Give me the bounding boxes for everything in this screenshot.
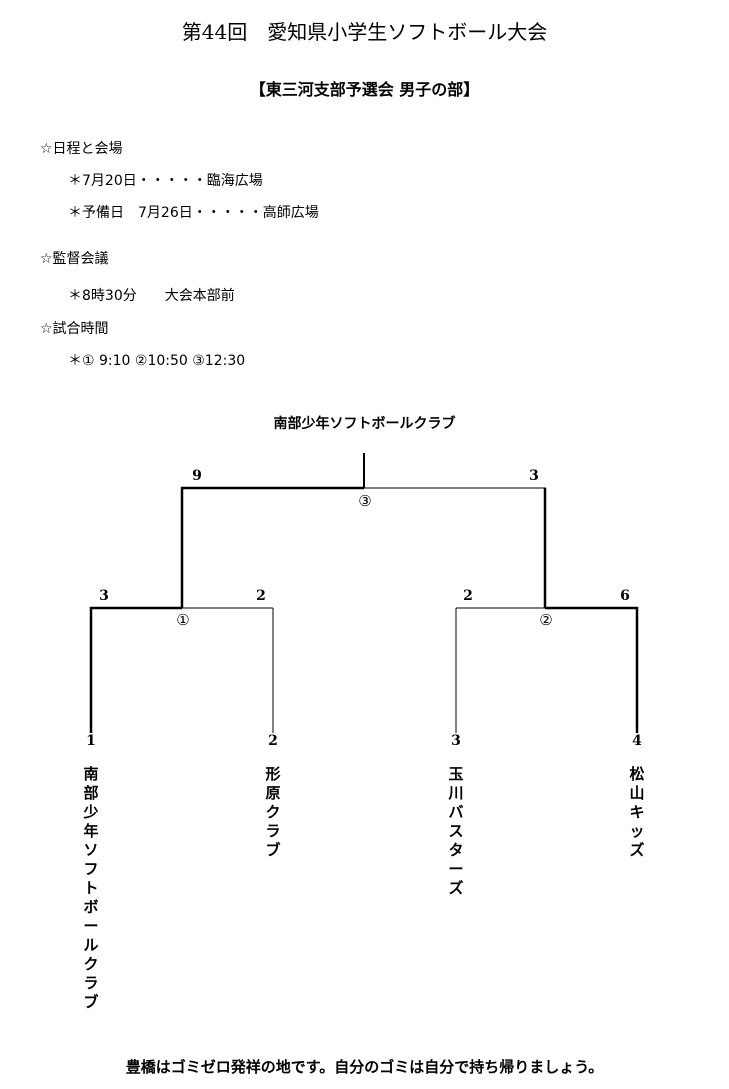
meeting-line: ＊8時30分 大会本部前 <box>68 288 235 304</box>
semi1-match-label: ① <box>176 611 190 629</box>
team-seed: 2 <box>268 733 278 749</box>
semi2-match-label: ② <box>539 611 553 629</box>
team-name: 松山キッズ <box>629 765 645 859</box>
final-score-left: 9 <box>192 468 202 484</box>
semi1-score-right: 2 <box>256 588 266 604</box>
schedule-line: ＊7月20日・・・・・臨海広場 <box>68 173 263 189</box>
team-name: 形原クラブ <box>265 765 281 859</box>
semi1-score-left: 3 <box>99 588 109 604</box>
meeting-heading: ☆監督会議 <box>40 251 109 267</box>
team-name: 玉川バスターズ <box>448 765 464 897</box>
final-match-label: ③ <box>358 492 372 510</box>
team-seed: 3 <box>451 733 461 749</box>
match-times-line: ＊① 9:10 ②10:50 ③12:30 <box>68 353 246 369</box>
page-title: 第44回 愛知県小学生ソフトボール大会 <box>181 20 548 44</box>
footer-note: 豊橋はゴミゼロ発祥の地です。自分のゴミは自分で持ち帰りましょう。 <box>125 1058 604 1076</box>
match-times-heading: ☆試合時間 <box>40 321 109 337</box>
team-seed: 1 <box>86 733 96 749</box>
final-score-right: 3 <box>529 468 539 484</box>
team-name: 南部少年ソフトボールクラブ <box>83 765 99 1011</box>
schedule-line: ＊予備日 7月26日・・・・・高師広場 <box>68 205 319 221</box>
page-subtitle: 【東三河支部予選会 男子の部】 <box>249 80 480 99</box>
team-seed: 4 <box>632 733 642 749</box>
semi2-score-right: 6 <box>620 588 630 604</box>
champion-name: 南部少年ソフトボールクラブ <box>273 416 456 432</box>
semi2-score-left: 2 <box>463 588 473 604</box>
schedule-heading: ☆日程と会場 <box>40 141 123 157</box>
